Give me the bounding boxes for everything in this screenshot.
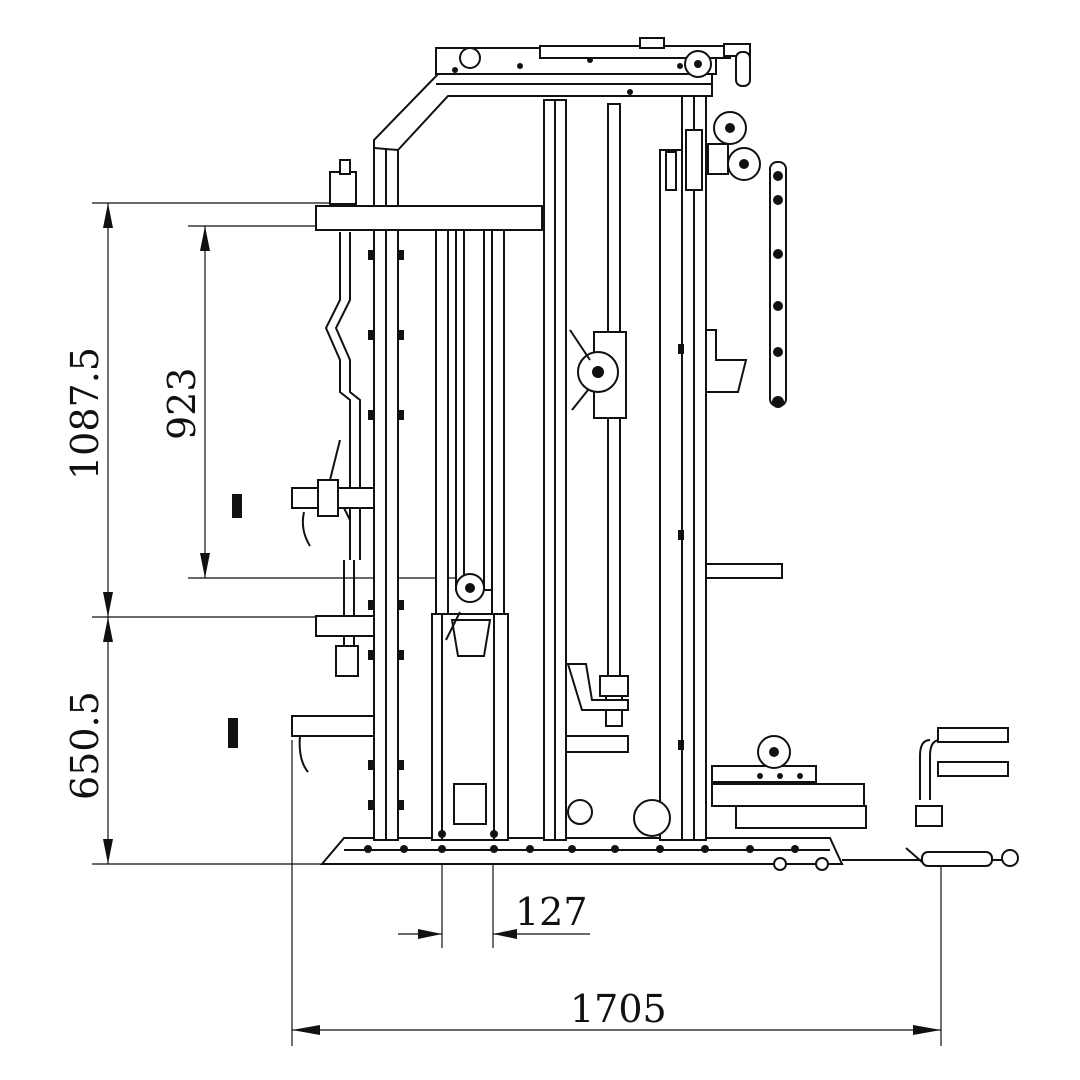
hanging-chain	[769, 161, 787, 408]
cable-handle	[842, 847, 1019, 867]
dimension-height-upper: 923	[160, 367, 204, 440]
dimension-width-total: 1705	[570, 987, 667, 1031]
rack-machine	[228, 37, 1019, 871]
ez-curl-bar	[324, 232, 361, 660]
top-arch	[373, 37, 751, 152]
right-upright	[659, 95, 707, 841]
bench-and-wheels	[567, 735, 867, 837]
right-attachments	[565, 329, 783, 753]
dimension-height-lower: 650.5	[63, 691, 107, 800]
dimension-spacing: 127	[515, 890, 588, 934]
upper-crossbar	[315, 159, 543, 231]
smith-guide-rod	[569, 103, 629, 727]
left-storage-pegs	[228, 479, 375, 773]
left-upright	[368, 147, 404, 841]
leg-attachment	[915, 727, 1009, 827]
top-right-pulleys	[707, 111, 761, 181]
center-upright	[543, 99, 567, 841]
base-frame	[319, 837, 844, 871]
cable-guide-rods	[431, 229, 509, 841]
dimension-height-total: 1087.5	[63, 347, 107, 480]
dimension-lines	[92, 202, 942, 1046]
